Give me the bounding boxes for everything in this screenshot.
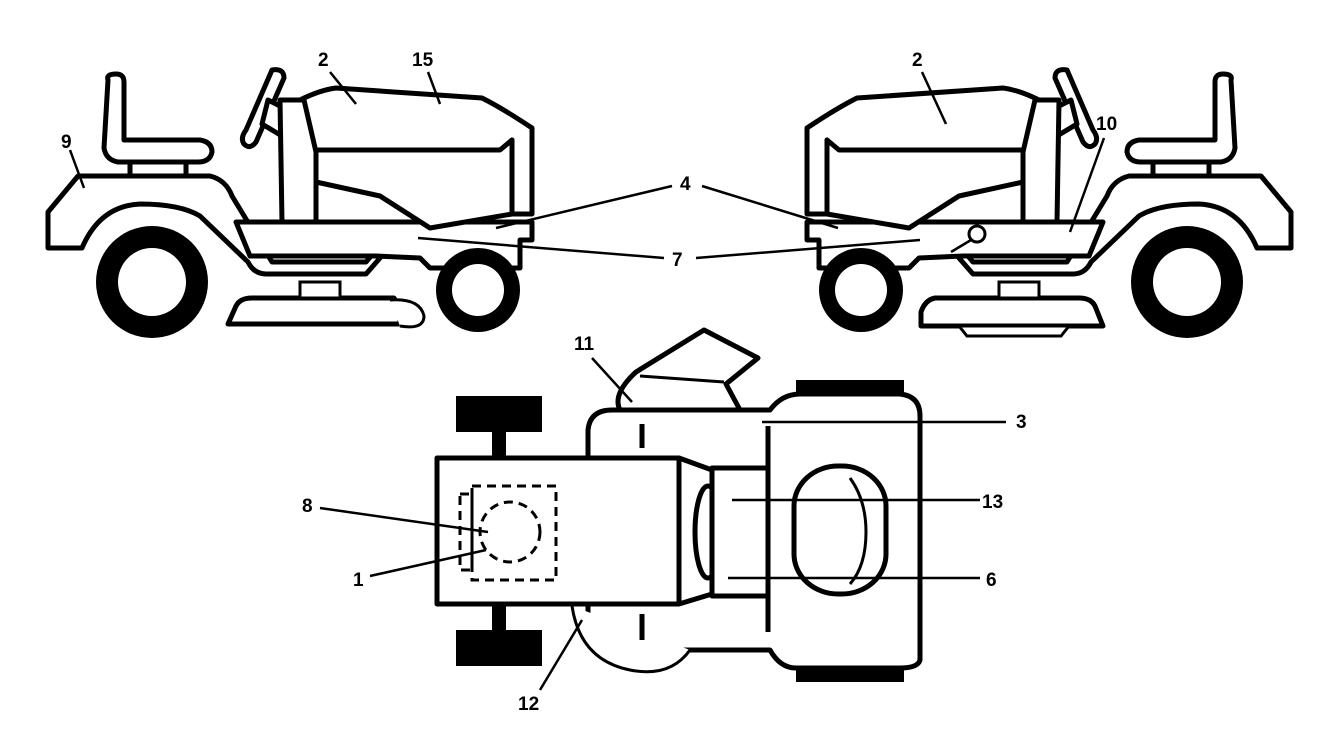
steering-wheel-right	[1052, 67, 1100, 150]
tire-top-front-upper	[796, 380, 904, 394]
callout-15: 15	[412, 50, 434, 71]
engine-cover-top	[791, 463, 889, 597]
callout-2-left: 2	[318, 50, 329, 71]
tire-top-front-lower	[796, 668, 904, 682]
seat-left	[101, 71, 215, 165]
leader-4-a	[495, 184, 673, 230]
tractor-left-side-view	[45, 67, 535, 338]
leader-7-a	[417, 236, 665, 260]
callout-9: 9	[61, 132, 72, 153]
leader-7-b	[695, 238, 921, 260]
discharge-chute	[615, 327, 761, 413]
hood-top	[709, 465, 771, 599]
leader-2-left	[329, 71, 357, 105]
callout-6: 6	[986, 570, 997, 591]
tire-top-left-rear-upper	[456, 396, 542, 432]
tire-top-left-rear-lower	[456, 630, 542, 666]
callout-8: 8	[302, 496, 313, 517]
leader-8	[319, 506, 489, 534]
callout-2-right: 2	[912, 50, 923, 71]
tractor-top-view	[434, 327, 923, 682]
callout-1: 1	[353, 570, 364, 591]
callout-11: 11	[574, 334, 595, 355]
tractor-right-side-view	[804, 67, 1294, 338]
rear-body-left	[45, 173, 383, 277]
leader-12	[538, 619, 584, 691]
rear-body-right	[956, 173, 1294, 277]
leader-4-b	[701, 184, 839, 230]
callout-4: 4	[680, 174, 691, 195]
lower-chute	[570, 605, 692, 674]
leader-10	[1068, 137, 1106, 233]
mower-deck-right	[918, 295, 1106, 329]
leader-2-right	[920, 71, 948, 125]
leader-1	[369, 548, 487, 578]
callout-13: 13	[982, 492, 1003, 513]
leader-11	[591, 357, 633, 403]
leader-9	[68, 149, 86, 189]
callout-3: 3	[1016, 412, 1027, 433]
callout-7: 7	[672, 250, 683, 271]
callout-labels: 2 15 9 2 10 4 7 11 3 13 8 1 6 12	[61, 50, 1117, 715]
mower-deck-left	[225, 295, 403, 327]
leader-15	[426, 71, 442, 105]
seat-right	[1124, 71, 1238, 165]
callout-12: 12	[518, 694, 539, 715]
callout-10: 10	[1096, 114, 1117, 135]
leader-lines	[68, 71, 1106, 691]
steering-wheel-left	[239, 67, 287, 150]
lift-lever-knob	[967, 224, 987, 244]
